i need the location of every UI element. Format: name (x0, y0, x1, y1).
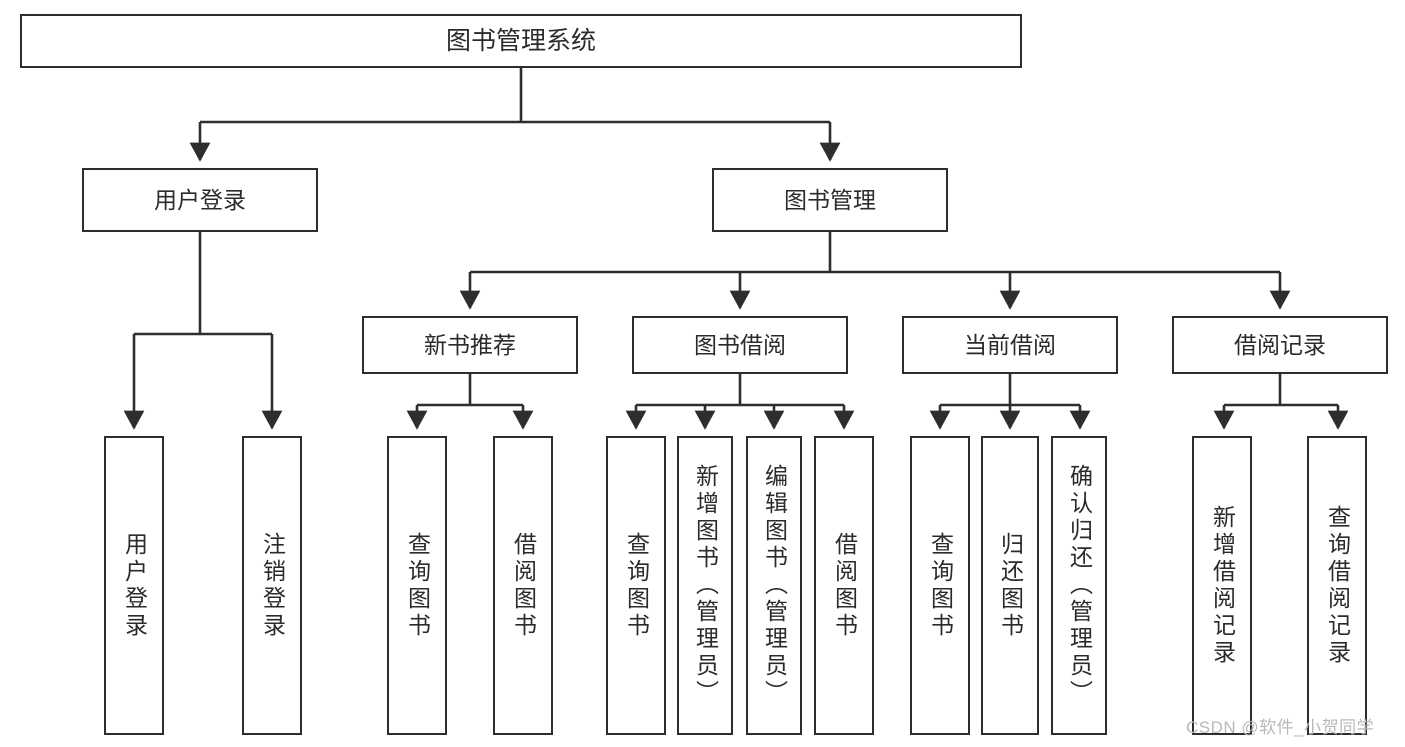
leaf-borrow-book-recommend[interactable]: 借阅图书 (493, 436, 553, 735)
node-borrow-record-label: 借阅记录 (1234, 331, 1326, 358)
leaf-query-book-recommend-label: 查询图书 (404, 531, 431, 640)
leaf-query-book[interactable]: 查询图书 (606, 436, 666, 735)
node-user-login[interactable]: 用户登录 (82, 168, 318, 232)
node-current-borrow-label: 当前借阅 (964, 331, 1056, 358)
leaf-query-borrow-record[interactable]: 查询借阅记录 (1307, 436, 1367, 735)
leaf-user-logout-label: 注销登录 (259, 531, 286, 640)
leaf-add-borrow-record[interactable]: 新增借阅记录 (1192, 436, 1252, 735)
leaf-borrow-book-recommend-label: 借阅图书 (510, 531, 537, 640)
node-root-label: 图书管理系统 (445, 26, 596, 55)
node-current-borrow[interactable]: 当前借阅 (902, 316, 1118, 374)
node-book-borrow[interactable]: 图书借阅 (632, 316, 848, 374)
leaf-query-book-label: 查询图书 (623, 531, 650, 640)
node-user-login-label: 用户登录 (154, 186, 246, 213)
leaf-borrow-book-label: 借阅图书 (831, 531, 858, 640)
node-root[interactable]: 图书管理系统 (20, 14, 1022, 68)
leaf-query-book-recommend[interactable]: 查询图书 (387, 436, 447, 735)
node-new-book-recommend-label: 新书推荐 (424, 331, 516, 358)
leaf-query-book-current-label: 查询图书 (927, 531, 954, 640)
leaf-confirm-return-admin-label: 确认归还（管理员） (1066, 464, 1093, 707)
leaf-user-login-label: 用户登录 (121, 531, 148, 640)
node-borrow-record[interactable]: 借阅记录 (1172, 316, 1388, 374)
leaf-borrow-book[interactable]: 借阅图书 (814, 436, 874, 735)
leaf-add-borrow-record-label: 新增借阅记录 (1209, 504, 1236, 667)
leaf-edit-book-admin[interactable]: 编辑图书（管理员） (746, 436, 802, 735)
leaf-add-book-admin[interactable]: 新增图书（管理员） (677, 436, 733, 735)
leaf-edit-book-admin-label: 编辑图书（管理员） (761, 464, 788, 707)
node-book-borrow-label: 图书借阅 (694, 331, 786, 358)
leaf-return-book[interactable]: 归还图书 (981, 436, 1039, 735)
node-book-management[interactable]: 图书管理 (712, 168, 948, 232)
leaf-query-borrow-record-label: 查询借阅记录 (1324, 504, 1351, 667)
node-book-management-label: 图书管理 (784, 186, 876, 213)
leaf-return-book-label: 归还图书 (997, 531, 1024, 640)
leaf-confirm-return-admin[interactable]: 确认归还（管理员） (1051, 436, 1107, 735)
leaf-add-book-admin-label: 新增图书（管理员） (692, 464, 719, 707)
leaf-user-login[interactable]: 用户登录 (104, 436, 164, 735)
leaf-query-book-current[interactable]: 查询图书 (910, 436, 970, 735)
node-new-book-recommend[interactable]: 新书推荐 (362, 316, 578, 374)
leaf-user-logout[interactable]: 注销登录 (242, 436, 302, 735)
